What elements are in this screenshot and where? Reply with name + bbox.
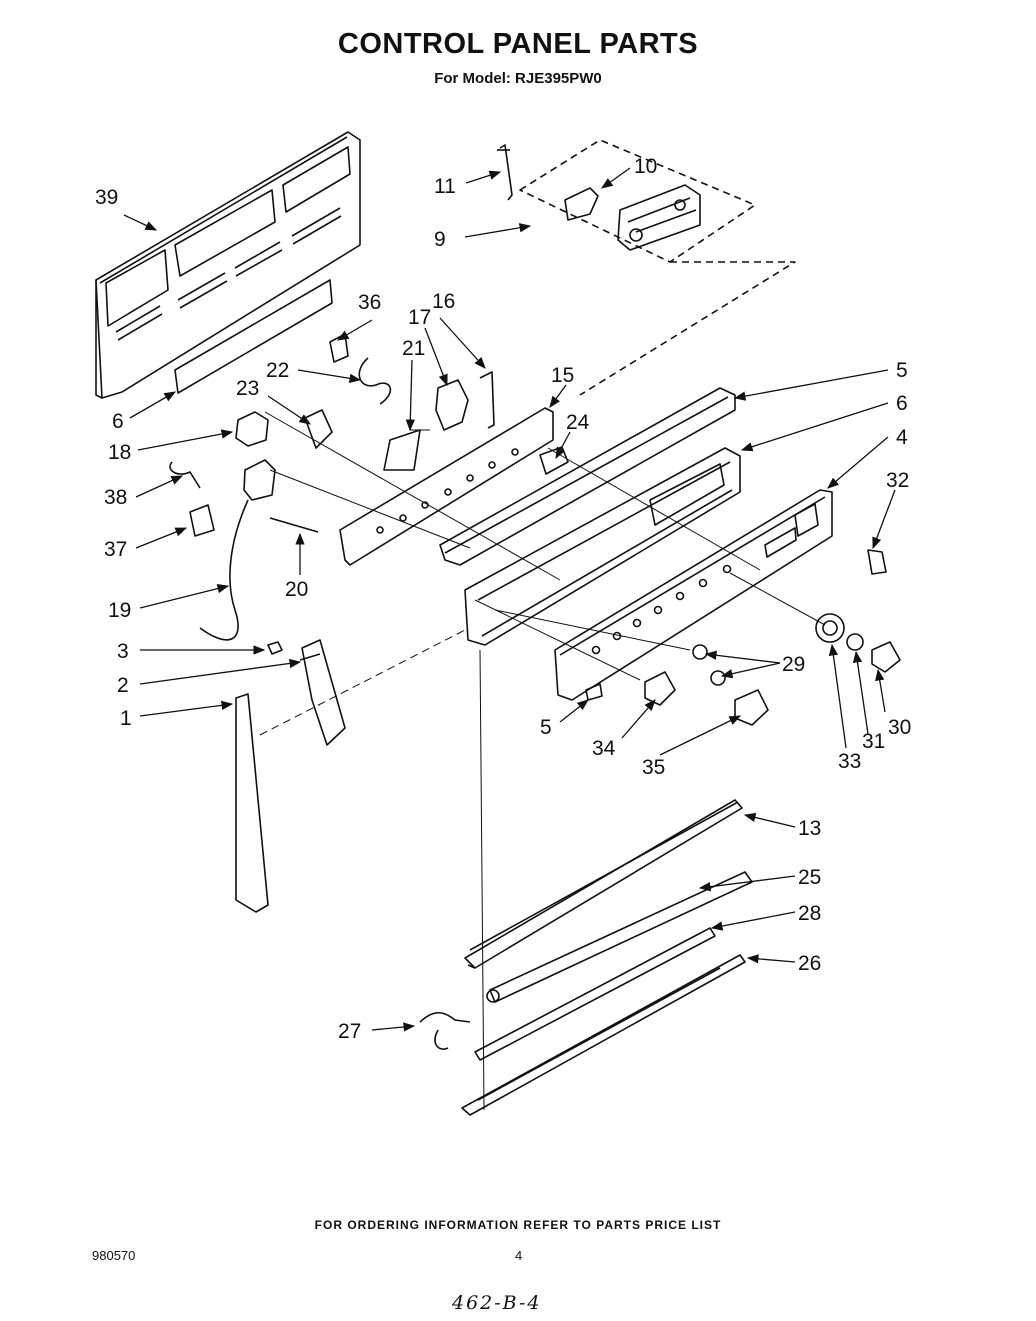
callout-38: 38 xyxy=(104,486,127,509)
back-guard-panel xyxy=(95,131,361,399)
callout-4: 4 xyxy=(896,426,908,449)
callout-labels: 39 6 9 10 11 5 6 4 32 29 30 31 33 34 35 … xyxy=(95,155,911,1043)
callout-39: 39 xyxy=(95,186,118,209)
callout-37: 37 xyxy=(104,538,127,561)
callout-28: 28 xyxy=(798,902,821,925)
callout-27: 27 xyxy=(338,1020,361,1043)
leader-lines xyxy=(123,167,896,1032)
ordering-note: FOR ORDERING INFORMATION REFER TO PARTS … xyxy=(314,1218,722,1232)
handwritten-note: 462-B-4 xyxy=(452,1292,542,1314)
wiring-components xyxy=(169,333,569,641)
page-number: 4 xyxy=(515,1248,523,1263)
callout-14: 13 xyxy=(798,817,821,840)
callout-2: 2 xyxy=(117,674,129,697)
callout-10: 9 xyxy=(434,228,446,251)
page-title: CONTROL PANEL PARTS xyxy=(337,28,699,60)
callout-25: 25 xyxy=(798,866,821,889)
callout-22: 22 xyxy=(266,359,289,382)
end-cap-assembly xyxy=(235,639,346,913)
callout-24: 24 xyxy=(566,411,590,434)
callout-35: 35 xyxy=(642,756,665,779)
callout-30: 30 xyxy=(888,716,911,739)
callout-1: 1 xyxy=(120,707,132,730)
callout-26: 26 xyxy=(798,952,821,975)
callout-19: 19 xyxy=(108,599,131,622)
callout-32: 32 xyxy=(886,469,909,492)
callout-34: 34 xyxy=(592,737,616,760)
callout-21: 21 xyxy=(402,337,425,360)
callout-18: 18 xyxy=(108,441,131,464)
callout-23: 23 xyxy=(236,377,259,400)
model-subtitle: For Model: RJE395PW0 xyxy=(434,70,602,87)
top-trim xyxy=(439,387,736,566)
clock-assembly xyxy=(497,139,796,396)
callout-7: 6 xyxy=(896,392,908,415)
callout-5: 5 xyxy=(540,716,552,739)
callout-29: 29 xyxy=(782,653,805,676)
callout-36: 36 xyxy=(358,291,381,314)
callout-9: 6 xyxy=(112,410,124,433)
document-number: 980570 xyxy=(92,1248,136,1263)
panel-frame xyxy=(464,447,741,646)
knobs-and-buttons xyxy=(585,549,901,726)
callout-16: 16 xyxy=(432,290,455,313)
callout-13: 11 xyxy=(434,175,456,198)
callout-33: 33 xyxy=(838,750,861,773)
control-panel xyxy=(554,489,833,701)
callout-3: 3 xyxy=(117,640,129,663)
callout-31: 31 xyxy=(862,730,885,753)
callout-15: 15 xyxy=(551,364,574,387)
callout-6: 5 xyxy=(896,359,908,382)
alignment-lines xyxy=(259,411,826,1111)
lamp-assembly xyxy=(419,799,753,1116)
callout-17: 17 xyxy=(408,306,431,329)
callout-11: 10 xyxy=(634,155,657,178)
callout-20: 20 xyxy=(285,578,308,601)
